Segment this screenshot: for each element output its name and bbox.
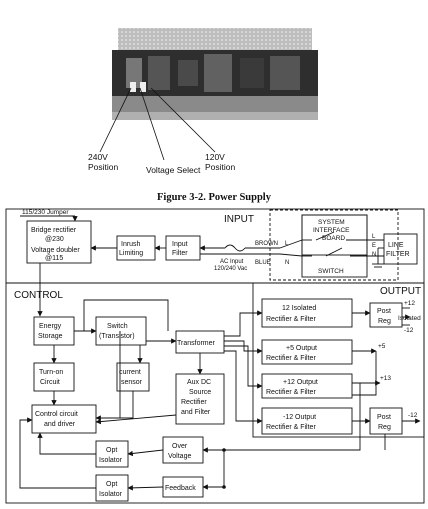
section-control: CONTROL xyxy=(14,290,63,301)
figure-caption: Figure 3-2. Power Supply xyxy=(0,192,428,203)
label-output-p5-0: +5 Output xyxy=(286,345,317,352)
label-control-current-0: current xyxy=(119,369,141,376)
label-control-over-0: Over xyxy=(172,443,188,450)
label-input-filter-1: Filter xyxy=(172,250,188,257)
label-input-doubler-1: @115 xyxy=(45,255,63,262)
switch-transistor-block xyxy=(96,317,146,345)
section-output: OUTPUT xyxy=(380,286,421,297)
label-output-v5: +5 xyxy=(378,343,386,350)
label-output-o12-0: 12 Isolated xyxy=(282,305,316,312)
label-input-line_filter-0: LINE xyxy=(388,242,404,249)
label-output-m12-1: Rectifier & Filter xyxy=(266,424,316,431)
turn-on-circuit-block xyxy=(34,363,74,391)
label-control-transformer: Transformer xyxy=(177,340,216,347)
label-input-board-1: INTERFACE xyxy=(313,227,350,234)
label-control-current-1: sensor xyxy=(121,379,143,386)
label-input-bridge-1: @230 xyxy=(45,236,64,243)
label-input-inrush-0: Inrush xyxy=(121,241,141,248)
label-control-opt1-1: Isolator xyxy=(99,457,123,464)
label-output-post2-0: Post xyxy=(377,414,391,421)
label-input-filter-0: Input xyxy=(172,241,188,248)
label-photo-label_120-1: Position xyxy=(205,162,235,172)
label-output-v13: +13 xyxy=(380,375,391,382)
label-input-ac-0: AC Input xyxy=(220,259,244,265)
label-input-n: N xyxy=(372,252,376,258)
label-input-l: L xyxy=(372,234,376,240)
label-input-bridge-0: Bridge rectifier xyxy=(31,227,77,234)
label-output-isolated: Isolated xyxy=(398,315,421,322)
label-control-control-0: Control circuit xyxy=(35,411,78,418)
label-output-post-1: Reg xyxy=(378,318,391,325)
label-output-p5-1: Rectifier & Filter xyxy=(266,355,316,362)
label-output-o12-1: Rectifier & Filter xyxy=(266,316,316,323)
label-input-brown: BROWN xyxy=(255,241,278,247)
label-photo-label_240-1: Position xyxy=(88,162,118,172)
label-input-board-2: BOARD xyxy=(322,235,345,242)
energy-storage-block xyxy=(34,317,74,345)
label-control-opt2-0: Opt xyxy=(106,481,117,488)
label-control-control-1: and driver xyxy=(44,421,76,428)
label-control-opt2-1: Isolator xyxy=(99,491,123,498)
section-input: INPUT xyxy=(224,214,254,225)
label-photo-label_240-0: 240V xyxy=(88,152,118,162)
label-input-line_filter-1: FILTER xyxy=(386,251,410,258)
current-sensor-block xyxy=(117,363,149,391)
label-input-ac-1: 120/240 Vac xyxy=(214,266,247,272)
label-control-turnon-1: Circuit xyxy=(40,379,60,386)
label-control-energy-1: Storage xyxy=(38,333,63,340)
label-voltage-select: Voltage Select xyxy=(146,165,200,175)
line-filter-block xyxy=(384,234,417,264)
label-input-blue: BLUE xyxy=(255,260,271,266)
label-control-feedback: Feedback xyxy=(165,485,196,492)
label-control-energy-0: Energy xyxy=(39,323,62,330)
label-output-m12-0: -12 Output xyxy=(283,414,316,421)
label-control-opt1-0: Opt xyxy=(106,447,117,454)
label-control-switch-0: Switch xyxy=(107,323,128,330)
label-control-turnon-0: Turn-on xyxy=(39,369,63,376)
control-circuit-block xyxy=(32,405,96,433)
label-input-e: E xyxy=(372,243,376,249)
label-output-v_m12: -12 xyxy=(404,327,414,334)
label-input-board-0: SYSTEM xyxy=(318,219,345,226)
label-input-switch: SWITCH xyxy=(318,268,344,275)
label-control-switch-1: (Transistor) xyxy=(99,333,135,340)
label-input-l: L xyxy=(285,241,289,247)
label-output-p12-1: Rectifier & Filter xyxy=(266,389,316,396)
label-input-inrush-1: Limiting xyxy=(119,250,143,257)
label-control-aux-2: Rectifier xyxy=(181,399,207,406)
label-photo-label_120-0: 120V xyxy=(205,152,235,162)
label-control-aux-3: and Filter xyxy=(181,409,211,416)
label-input-n: N xyxy=(285,260,289,266)
label-output-v_p12: +12 xyxy=(404,300,415,307)
label-output-p12-0: +12 Output xyxy=(283,379,318,386)
jumper-label: 115/230 Jumper xyxy=(22,209,69,216)
power-supply-block-diagram: INPUT CONTROL OUTPUT 115/230 Jumper Brid… xyxy=(0,205,428,509)
label-control-over-1: Voltage xyxy=(168,453,191,460)
label-output-post2-1: Reg xyxy=(378,424,391,431)
label-output-post-0: Post xyxy=(377,308,391,315)
label-control-aux-0: Aux DC xyxy=(187,379,211,386)
label-output-vm12: -12 xyxy=(408,412,418,419)
label-input-doubler-0: Voltage doubler xyxy=(31,247,80,254)
label-control-aux-1: Source xyxy=(189,389,211,396)
